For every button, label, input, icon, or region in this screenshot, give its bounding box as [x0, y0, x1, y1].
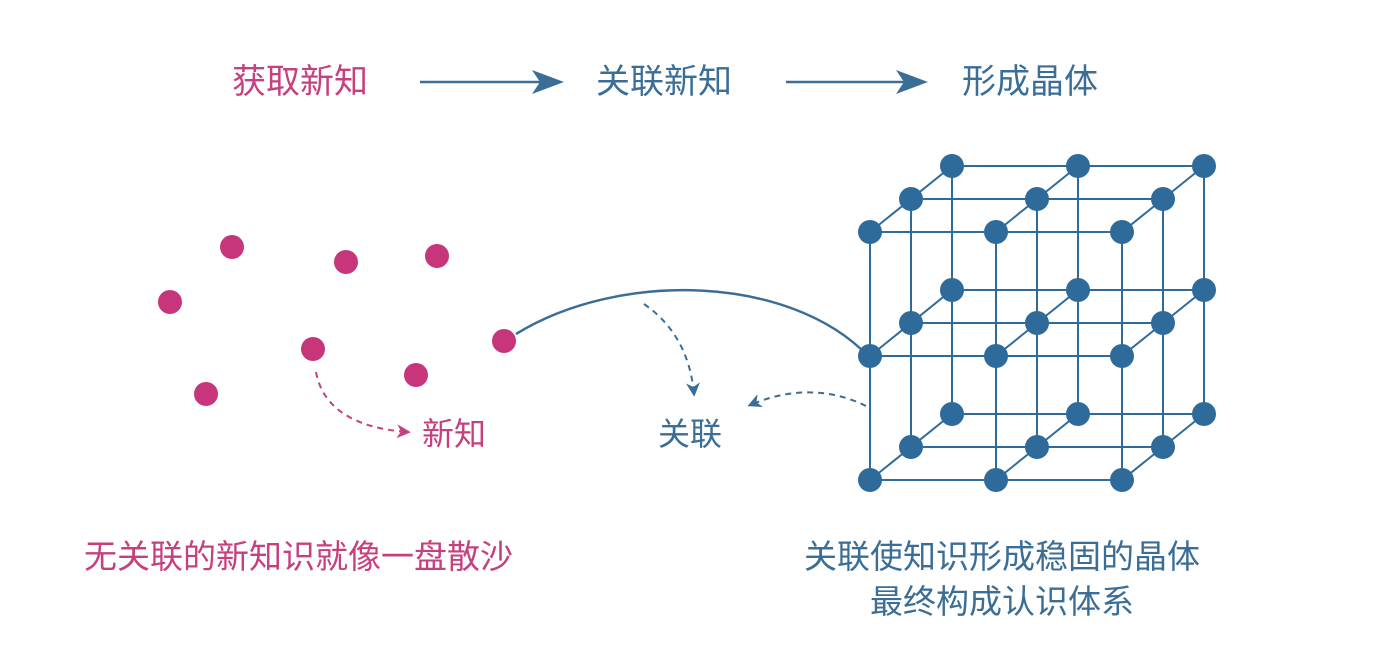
lattice-node — [1066, 154, 1090, 178]
knowledge-dot — [334, 250, 358, 274]
lattice-node — [1066, 278, 1090, 302]
knowledge-dot — [158, 290, 182, 314]
lattice-node — [1025, 187, 1049, 211]
lattice-node — [899, 187, 923, 211]
label-new-knowledge: 新知 — [422, 415, 487, 453]
lattice-node — [1025, 435, 1049, 459]
caption-right-line2: 最终构成认识体系 — [870, 582, 1134, 621]
lattice-node — [1151, 187, 1175, 211]
lattice-node — [1110, 344, 1134, 368]
label-relation: 关联 — [658, 415, 723, 453]
lattice-node — [858, 220, 882, 244]
lattice-node — [940, 402, 964, 426]
lattice-node — [940, 154, 964, 178]
caption-right-line1: 关联使知识形成稳固的晶体 — [804, 537, 1200, 576]
flow-step-associate: 关联新知 — [596, 62, 732, 102]
new-knowledge-arrow — [315, 371, 411, 439]
lattice-node — [899, 435, 923, 459]
knowledge-dot — [404, 363, 428, 387]
lattice-node — [984, 344, 1008, 368]
lattice-node — [1192, 154, 1216, 178]
knowledge-dot — [194, 382, 218, 406]
knowledge-dot — [425, 244, 449, 268]
lattice-node — [1066, 402, 1090, 426]
knowledge-dot — [301, 337, 325, 361]
lattice-node — [940, 278, 964, 302]
crystal-lattice-cube — [858, 154, 1216, 492]
lattice-node — [858, 468, 882, 492]
lattice-node — [1110, 220, 1134, 244]
caption-left: 无关联的新知识就像一盘散沙 — [84, 537, 513, 576]
flow-arrow-1 — [420, 70, 564, 94]
flow-step-acquire: 获取新知 — [232, 62, 368, 102]
lattice-node — [1151, 435, 1175, 459]
flow-step-crystallize: 形成晶体 — [962, 62, 1098, 102]
lattice-node — [1110, 468, 1134, 492]
scattered-knowledge-dots — [158, 235, 516, 406]
knowledge-dot — [220, 235, 244, 259]
lattice-node — [1192, 278, 1216, 302]
connection-curve — [515, 289, 869, 357]
knowledge-dot — [492, 329, 516, 353]
lattice-node — [1192, 402, 1216, 426]
flow-arrow-2 — [786, 70, 928, 94]
lattice-node — [984, 468, 1008, 492]
lattice-node — [1025, 311, 1049, 335]
lattice-node — [899, 311, 923, 335]
lattice-node — [984, 220, 1008, 244]
lattice-node — [858, 344, 882, 368]
relation-arrow-from-curve — [643, 303, 700, 397]
relation-arrow-from-cube — [747, 391, 867, 408]
lattice-node — [1151, 311, 1175, 335]
